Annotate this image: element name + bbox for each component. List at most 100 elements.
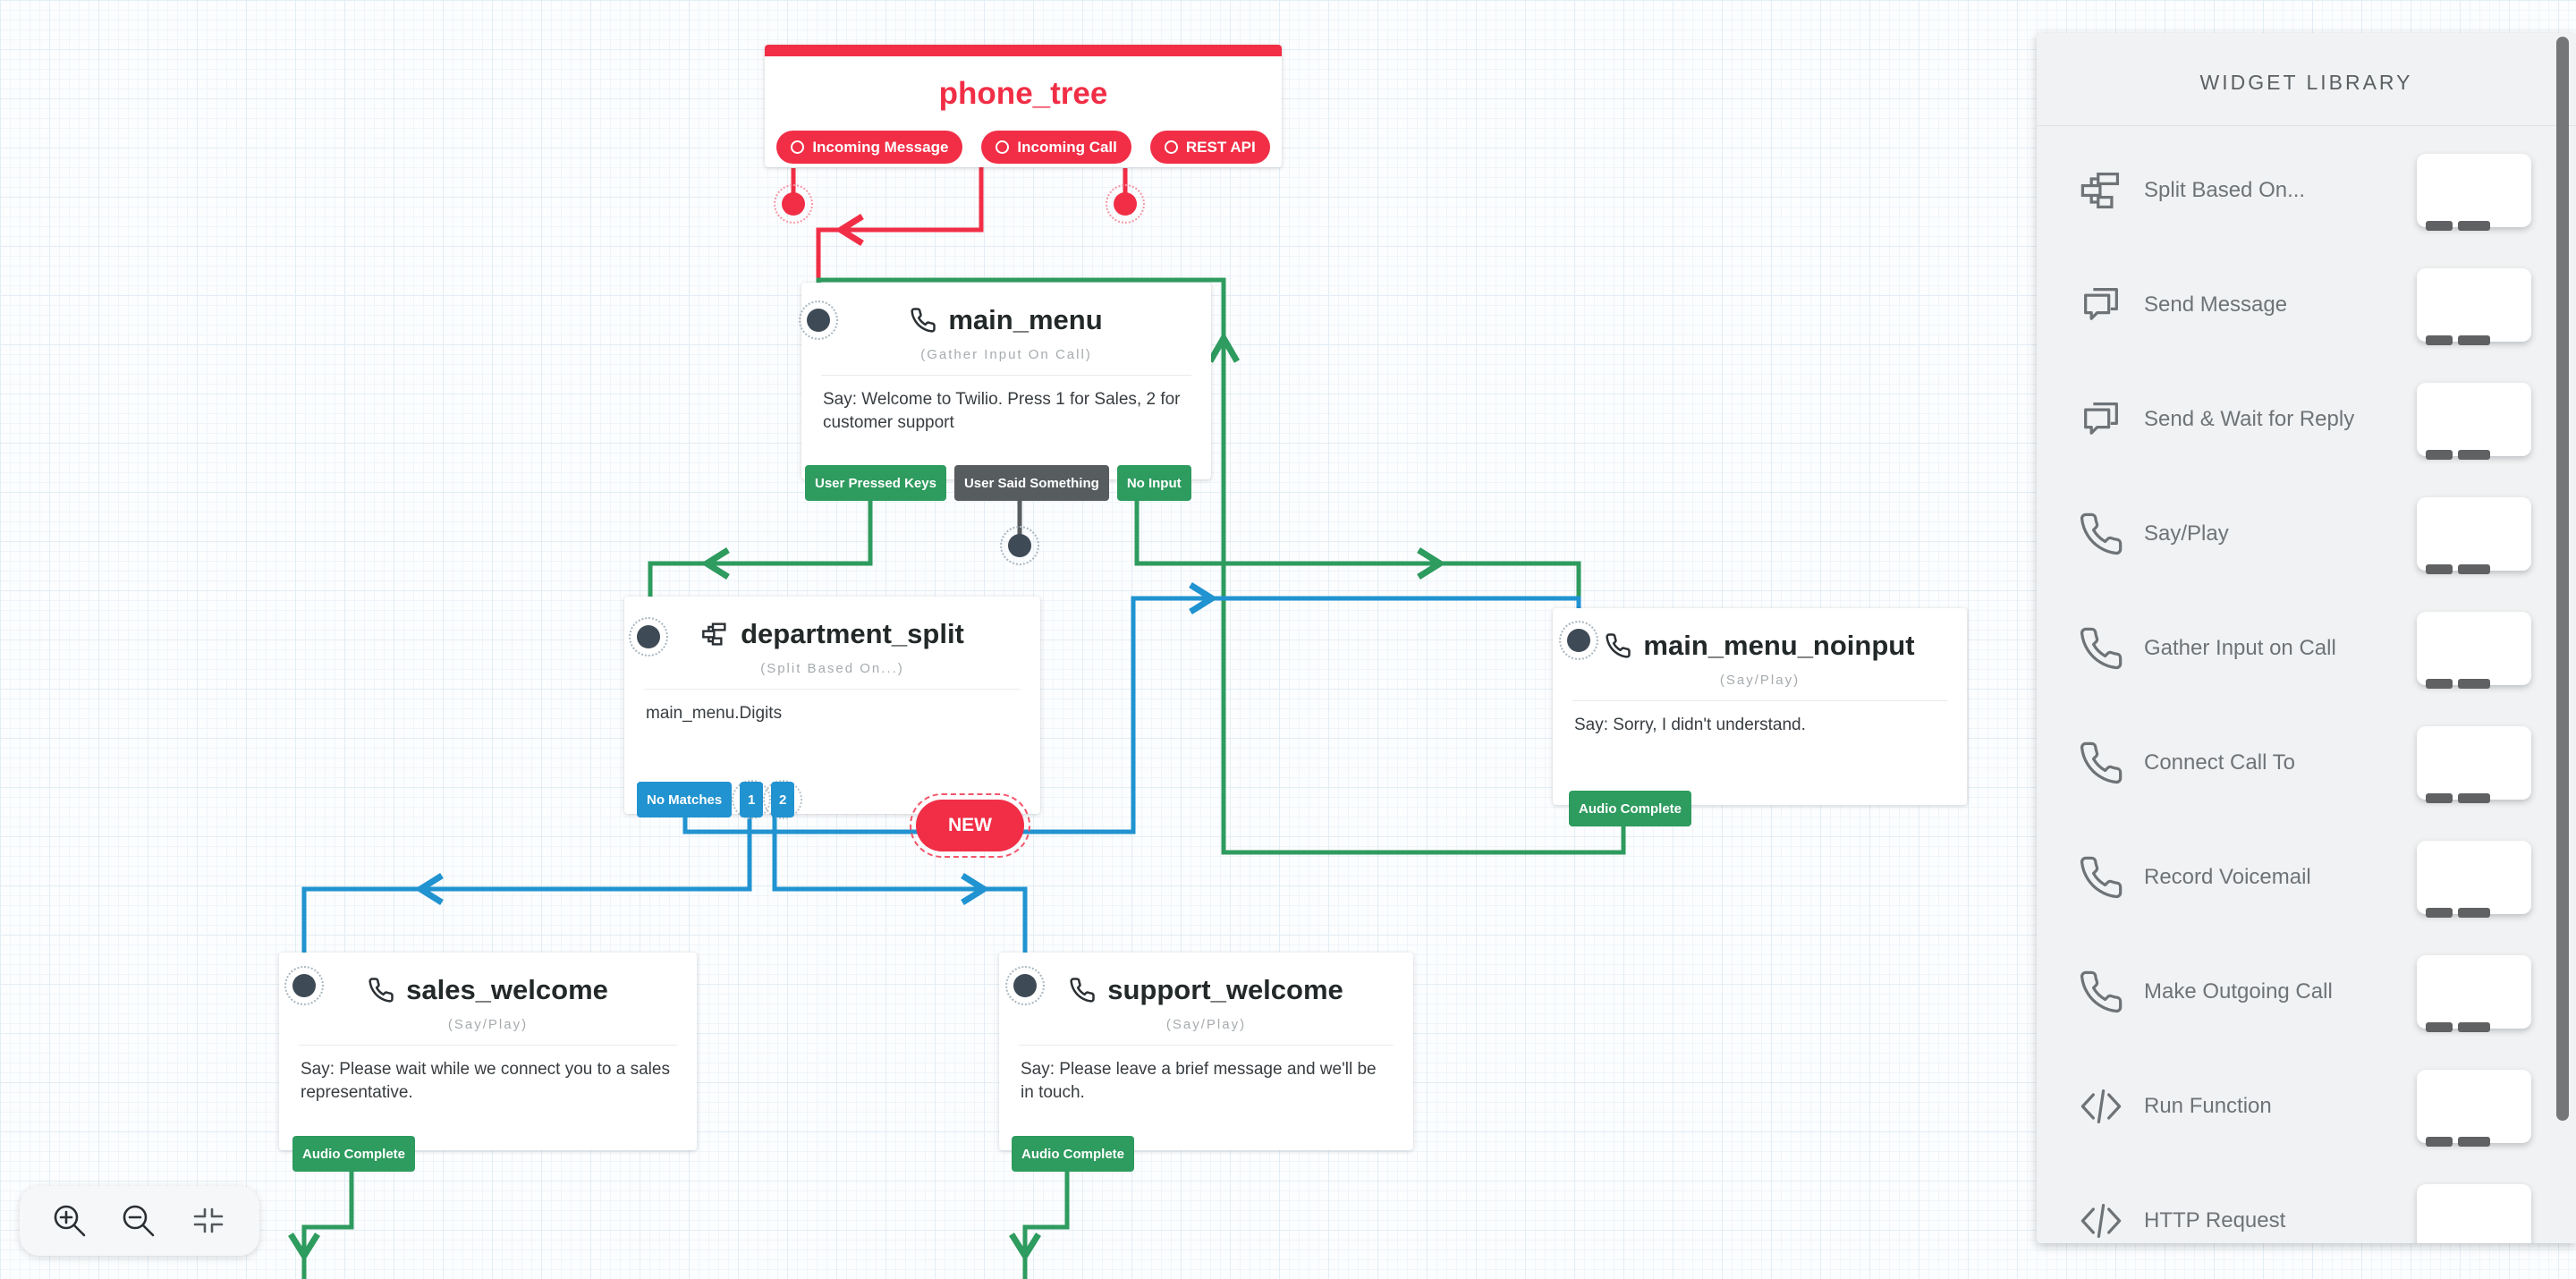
node-type: (Say/Play) bbox=[1165, 1017, 1247, 1032]
widget-drag-thumbnail[interactable] bbox=[2417, 497, 2531, 574]
node-title: sales_welcome bbox=[406, 974, 608, 1005]
node-type: (Split Based On...) bbox=[760, 661, 904, 676]
node-main-menu[interactable]: main_menu (Gather Input On Call) Say: We… bbox=[801, 283, 1211, 501]
port-rest-api[interactable] bbox=[1106, 184, 1145, 224]
library-item-http-request[interactable]: HTTP Request bbox=[2037, 1164, 2576, 1243]
library-item-label: Send Message bbox=[2144, 292, 2288, 317]
node-title: main_menu_noinput bbox=[1643, 630, 1915, 661]
library-item-label: Make Outgoing Call bbox=[2144, 979, 2333, 1004]
widget-drag-thumbnail[interactable] bbox=[2417, 841, 2531, 918]
library-item-label: Connect Call To bbox=[2144, 750, 2295, 775]
divider bbox=[1572, 700, 1947, 701]
arrow-right-icon bbox=[961, 873, 990, 905]
library-item-connect-call-to[interactable]: Connect Call To bbox=[2037, 706, 2576, 820]
wire-no-input[interactable] bbox=[1134, 497, 1581, 631]
node-phone-tree-trigger[interactable]: phone_tree Incoming Message Incoming Cal… bbox=[765, 45, 1282, 167]
node-body: main_menu.Digits bbox=[646, 704, 783, 723]
widget-drag-thumbnail[interactable] bbox=[2417, 1184, 2531, 1243]
library-item-run-function[interactable]: Run Function bbox=[2037, 1049, 2576, 1164]
fit-to-screen-button[interactable] bbox=[188, 1201, 229, 1241]
node-type: (Say/Play) bbox=[447, 1017, 529, 1032]
library-item-label: Record Voicemail bbox=[2144, 865, 2311, 889]
node-support-welcome[interactable]: support_welcome (Say/Play) Say: Please l… bbox=[999, 953, 1413, 1172]
widget-drag-thumbnail[interactable] bbox=[2417, 955, 2531, 1032]
node-body: Say: Sorry, I didn't understand. bbox=[1574, 716, 1806, 734]
zoom-in-button[interactable] bbox=[50, 1201, 89, 1241]
wire-digit-2[interactable] bbox=[772, 807, 1028, 977]
output-user-said-something[interactable]: User Said Something bbox=[953, 465, 1109, 501]
arrow-down-icon bbox=[288, 1232, 320, 1262]
output-no-matches[interactable]: No Matches bbox=[637, 782, 733, 817]
wire-digit-1[interactable] bbox=[301, 807, 752, 977]
trigger-output-rest-api[interactable]: REST API bbox=[1149, 131, 1270, 164]
port-main-menu-input[interactable] bbox=[799, 301, 838, 340]
library-item-send-wait-for-reply[interactable]: Send & Wait for Reply bbox=[2037, 362, 2576, 477]
library-item-record-voicemail[interactable]: Record Voicemail bbox=[2037, 820, 2576, 935]
port-incoming-message[interactable] bbox=[774, 184, 813, 224]
library-item-label: Gather Input on Call bbox=[2144, 636, 2336, 660]
node-type: (Gather Input On Call) bbox=[920, 347, 1092, 362]
phone-icon bbox=[2080, 970, 2123, 1013]
arrow-right-icon bbox=[1417, 547, 1446, 580]
widget-drag-thumbnail[interactable] bbox=[2417, 268, 2531, 345]
port-user-said-something-end[interactable] bbox=[1000, 526, 1039, 565]
output-no-input[interactable]: No Input bbox=[1116, 465, 1191, 501]
library-item-make-outgoing-call[interactable]: Make Outgoing Call bbox=[2037, 935, 2576, 1049]
port-support-welcome-input[interactable] bbox=[1005, 966, 1045, 1005]
output-audio-complete[interactable]: Audio Complete bbox=[1569, 791, 1691, 826]
library-item-label: Send & Wait for Reply bbox=[2144, 407, 2355, 431]
library-item-gather-input-on-call[interactable]: Gather Input on Call bbox=[2037, 591, 2576, 706]
library-item-label: Say/Play bbox=[2144, 521, 2229, 546]
split-icon bbox=[2080, 172, 2120, 209]
widget-library-list: Split Based On... Send Message Send & Wa… bbox=[2037, 126, 2576, 1243]
phone-icon bbox=[2080, 512, 2123, 555]
message-icon bbox=[2084, 402, 2118, 435]
wire-user-pressed-keys[interactable] bbox=[648, 497, 873, 628]
library-item-split-based-on[interactable]: Split Based On... bbox=[2037, 133, 2576, 248]
wire-sales-audio-complete[interactable] bbox=[301, 1163, 354, 1279]
radio-circle-icon bbox=[996, 140, 1010, 154]
wire-incoming-call[interactable] bbox=[816, 166, 984, 309]
widget-drag-thumbnail[interactable] bbox=[2417, 154, 2531, 231]
scrollbar-thumb[interactable] bbox=[2556, 37, 2569, 1121]
code-icon bbox=[2080, 1089, 2122, 1123]
library-item-send-message[interactable]: Send Message bbox=[2037, 248, 2576, 362]
library-item-say-play[interactable]: Say/Play bbox=[2037, 477, 2576, 591]
zoom-out-button[interactable] bbox=[119, 1201, 158, 1241]
node-title: support_welcome bbox=[1107, 974, 1343, 1005]
divider bbox=[821, 375, 1191, 376]
widget-drag-thumbnail[interactable] bbox=[2417, 726, 2531, 803]
arrow-up-icon bbox=[1207, 331, 1241, 363]
new-transition-button[interactable]: NEW bbox=[910, 793, 1030, 858]
wire-support-audio-complete[interactable] bbox=[1022, 1163, 1070, 1279]
widget-library-panel: WIDGET LIBRARY Split Based On... Send Me… bbox=[2037, 33, 2576, 1243]
wire-no-matches[interactable] bbox=[682, 596, 1581, 834]
node-main-menu-noinput[interactable]: main_menu_noinput (Say/Play) Say: Sorry,… bbox=[1553, 608, 1967, 826]
widget-drag-thumbnail[interactable] bbox=[2417, 612, 2531, 689]
port-sales-welcome-input[interactable] bbox=[284, 966, 324, 1005]
widget-library-title: WIDGET LIBRARY bbox=[2037, 33, 2576, 126]
output-audio-complete[interactable]: Audio Complete bbox=[1012, 1136, 1134, 1172]
widget-drag-thumbnail[interactable] bbox=[2417, 1070, 2531, 1147]
node-department-split[interactable]: department_split (Split Based On...) mai… bbox=[624, 597, 1040, 858]
trigger-output-incoming-call[interactable]: Incoming Call bbox=[981, 131, 1131, 164]
code-icon bbox=[2080, 1204, 2122, 1238]
trigger-output-incoming-message[interactable]: Incoming Message bbox=[776, 131, 963, 164]
widget-drag-thumbnail[interactable] bbox=[2417, 383, 2531, 460]
library-item-label: Run Function bbox=[2144, 1094, 2272, 1118]
port-department-split-input[interactable] bbox=[629, 617, 668, 656]
output-user-pressed-keys[interactable]: User Pressed Keys bbox=[805, 465, 946, 501]
node-sales-welcome[interactable]: sales_welcome (Say/Play) Say: Please wai… bbox=[279, 953, 697, 1172]
pill-label: Incoming Message bbox=[812, 138, 949, 156]
phone-icon bbox=[2080, 741, 2123, 784]
output-audio-complete[interactable]: Audio Complete bbox=[292, 1136, 415, 1172]
port-main-menu-noinput-input[interactable] bbox=[1559, 621, 1598, 660]
node-outputs: Audio Complete bbox=[1569, 791, 1691, 826]
phone-icon bbox=[2080, 856, 2123, 899]
library-item-label: Split Based On... bbox=[2144, 178, 2306, 202]
node-title: department_split bbox=[741, 618, 964, 649]
split-icon bbox=[702, 623, 726, 646]
node-outputs: Audio Complete bbox=[1012, 1136, 1134, 1172]
output-digit-2[interactable]: 2 bbox=[771, 782, 795, 817]
output-digit-1[interactable]: 1 bbox=[740, 782, 764, 817]
